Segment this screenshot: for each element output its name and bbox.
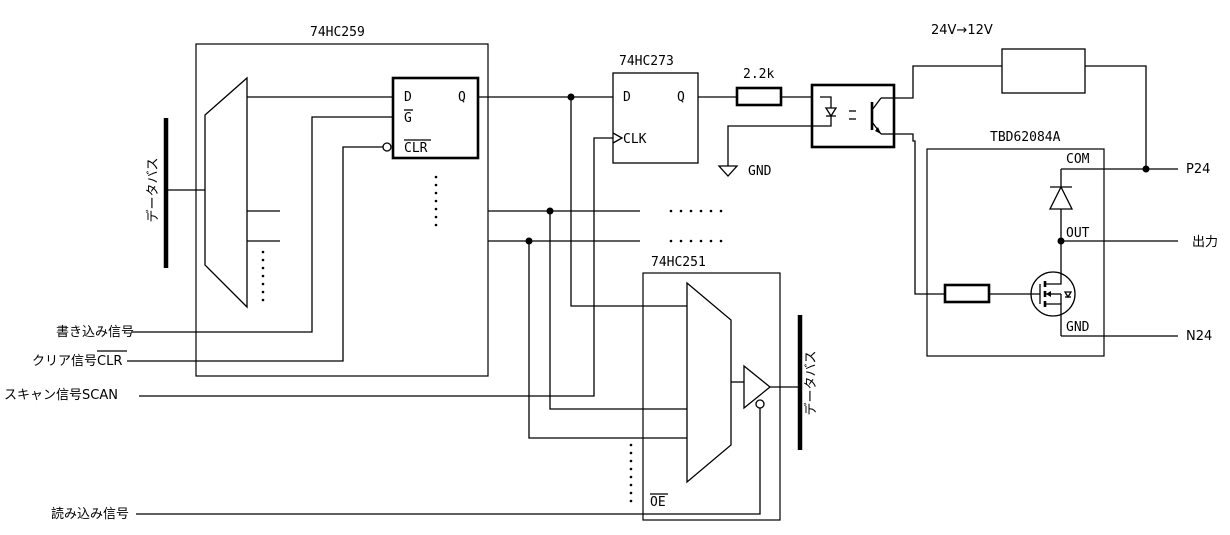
u251-mux — [686, 281, 732, 484]
regulator-to-p24 — [1085, 65, 1147, 169]
clear-signal-label: クリア信号 — [32, 354, 97, 369]
led-symbol — [824, 107, 838, 118]
driver-pin-out: OUT — [1066, 226, 1090, 241]
left-data-bus-label: データバス — [145, 157, 161, 222]
write-signal-wire — [131, 116, 393, 333]
u259-label: 74HC259 — [310, 25, 365, 40]
right-data-bus-label: データバス — [803, 350, 819, 415]
terminal-p24: P24 — [1186, 162, 1210, 177]
diode-symbol — [1048, 185, 1074, 210]
clear-signal-wire — [127, 146, 383, 362]
mosfet-circle — [1030, 271, 1076, 317]
driver-label: TBD62084A — [990, 130, 1061, 145]
resistor-value: 2.2k — [743, 67, 774, 82]
u273-pin-q: Q — [677, 90, 685, 105]
opto-to-regulator — [894, 65, 1002, 99]
gnd-label: GND — [748, 164, 772, 179]
scan-signal-label: スキャン信号SCAN — [4, 388, 118, 403]
write-signal-label: 書き込み信号 — [56, 325, 134, 340]
gnd-symbol — [717, 165, 739, 177]
u259-demux — [204, 76, 248, 309]
terminal-n24: N24 — [1186, 329, 1212, 344]
read-signal-wire — [136, 408, 761, 515]
q1-to-mux-wire — [570, 97, 687, 307]
read-signal-label: 読み込み信号 — [51, 506, 129, 522]
clk-triangle — [612, 132, 624, 144]
u259-latch — [391, 76, 480, 160]
u259-pin-d: D — [404, 90, 412, 105]
resistor-2k2 — [735, 86, 783, 107]
driver-pin-gnd: GND — [1066, 320, 1090, 335]
out-2-to-mux — [549, 211, 687, 410]
regulator-label: 24V→12V — [931, 23, 993, 38]
scan-signal-wire — [139, 137, 613, 397]
u259-outline — [195, 43, 489, 377]
u259-pin-clr: CLR — [404, 141, 428, 156]
u273-pin-d: D — [623, 90, 631, 105]
opto-to-driver — [894, 133, 945, 295]
driver-outline — [926, 148, 1105, 357]
u251-pin-oe: OE — [650, 495, 666, 510]
clr-invert-bubble — [382, 142, 392, 152]
out-3-to-mux — [528, 241, 687, 439]
clear-signal-name: CLR — [97, 354, 122, 369]
regulator-box — [1001, 48, 1086, 94]
terminal-output: 出力 — [1192, 235, 1218, 250]
u273-label: 74HC273 — [619, 54, 674, 69]
u273-pin-clk: CLK — [623, 132, 647, 147]
led-anode-wire — [820, 96, 832, 108]
driver-pin-com: COM — [1066, 152, 1090, 167]
u259-pin-g: G — [404, 111, 412, 126]
u251-label: 74HC251 — [651, 255, 706, 270]
u251-outline — [642, 272, 781, 521]
photocoupler — [810, 83, 896, 149]
u259-pin-q: Q — [458, 90, 466, 105]
driver-resistor — [943, 283, 991, 304]
tristate-buffer — [743, 364, 772, 410]
gnd-wire — [727, 125, 812, 166]
led-cathode-wire — [812, 116, 832, 127]
buffer-enable-bubble — [755, 399, 765, 409]
u273-outline — [612, 72, 699, 164]
